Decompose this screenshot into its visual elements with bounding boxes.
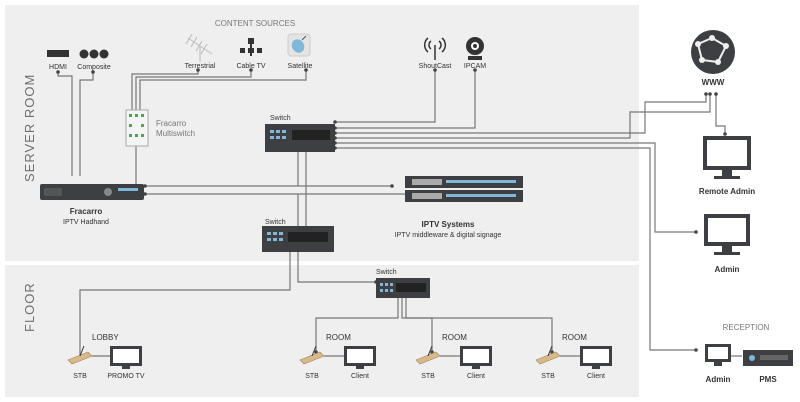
www-label: WWW [702, 78, 725, 87]
satellite-dish-icon [287, 33, 311, 57]
cable-tv-icon [240, 38, 262, 56]
floor-zone [5, 265, 639, 397]
multiswitch-label-line2: Multiswitch [156, 129, 195, 138]
switch-middle-label: Switch [265, 219, 286, 226]
connection-wires [57, 70, 742, 358]
room-1-client-monitor [344, 346, 376, 369]
switch-floor-label: Switch [376, 269, 397, 276]
server-room-label: SERVER ROOM [22, 74, 37, 182]
floor-label: FLOOR [22, 282, 37, 332]
cable-tv-label: Cable TV [236, 63, 265, 70]
hdmi-label: HDMI [49, 64, 67, 71]
admin-monitor [704, 214, 750, 255]
room-1-stb-device [299, 345, 325, 365]
headend-label-line2: IPTV Hadhand [63, 219, 109, 226]
room-3-stb-label: STB [541, 373, 555, 380]
room-2-client-label: Client [467, 373, 485, 380]
composite-rca-icon [79, 49, 109, 59]
ipcam-label: IPCAM [464, 63, 486, 70]
room-3-label: ROOM [562, 333, 587, 342]
hdmi-port-icon [47, 50, 69, 57]
room-1-client-label: Client [351, 373, 369, 380]
iptv-server-rack [405, 176, 523, 202]
remote-admin-label: Remote Admin [699, 187, 755, 196]
multiswitch-device [125, 109, 149, 147]
room-2-client-monitor [460, 346, 492, 369]
room-2-label: ROOM [442, 333, 467, 342]
multiswitch-label-line1: Fracarro [156, 119, 187, 128]
pms-label: PMS [759, 375, 777, 384]
pms-server-device [743, 350, 793, 366]
iptv-systems-subtitle: IPTV middleware & digital signage [395, 232, 502, 239]
headend-label-line1: Fracarro [70, 207, 103, 216]
antenna-icon [185, 33, 213, 62]
lobby-label: LOBBY [92, 333, 119, 342]
lobby-stb-device [67, 345, 93, 365]
iptv-systems-title: IPTV Systems [422, 220, 475, 229]
composite-label: Composite [77, 64, 111, 71]
room-3-client-monitor [580, 346, 612, 369]
room-2-stb-device [415, 345, 441, 365]
content-sources-heading: CONTENT SOURCES [215, 19, 295, 28]
radio-tower-icon [423, 37, 447, 60]
switch-floor-device [376, 278, 430, 298]
satellite-label: Satellite [288, 63, 313, 70]
remote-admin-monitor [703, 136, 751, 179]
room-2-stb-label: STB [421, 373, 435, 380]
room-1-stb-label: STB [305, 373, 319, 380]
switch-top-label: Switch [270, 115, 291, 122]
headend-device [40, 184, 144, 200]
lobby-tv-label: PROMO TV [107, 373, 145, 380]
switch-top-device [265, 124, 335, 152]
room-1-label: ROOM [326, 333, 351, 342]
room-3-client-label: Client [587, 373, 605, 380]
reception-admin-label: Admin [706, 375, 731, 384]
webcam-icon [466, 37, 484, 60]
globe-icon [691, 30, 735, 74]
switch-middle-device [262, 226, 334, 252]
admin-label: Admin [715, 265, 740, 274]
promo-tv-monitor [110, 346, 142, 369]
lobby-stb-label: STB [73, 373, 87, 380]
room-3-stb-device [535, 345, 561, 365]
reception-admin-monitor [705, 344, 731, 366]
reception-label: RECEPTION [723, 323, 770, 332]
terrestrial-label: Terrestrial [185, 63, 216, 70]
shoutcast-label: ShoutCast [419, 63, 452, 70]
